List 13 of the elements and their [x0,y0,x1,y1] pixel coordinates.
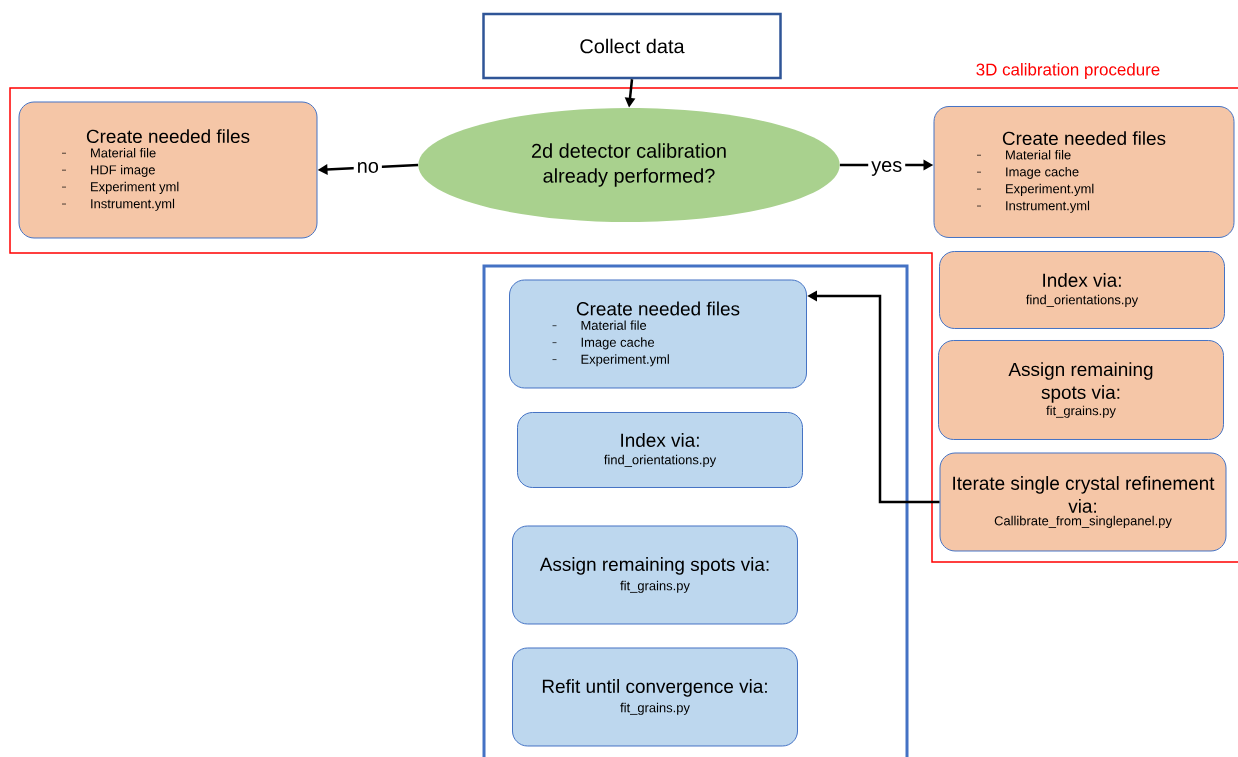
group-frame [482,264,909,757]
process-box: Create needed files Material file Image cache Experiment.yml [509,279,807,389]
process-box: Collect data [482,12,782,80]
process-box: Assign remaining spots via: fit_grains.py [512,525,798,625]
process-box: Iterate single crystal refinement via: Callibrate_from_singlepanel.py [939,452,1227,552]
process-box: Create needed files Material file Image cache Experiment.yml Instrument.yml [933,106,1235,238]
process-box: Assign remaining spots via: fit_grains.py [938,340,1224,440]
process-box: Create needed files Material file HDF image Experiment yml Instrument.yml [18,101,318,239]
edge-label: yes [868,158,906,179]
process-box: Refit until convergence via: fit_grains.py [512,647,798,747]
edge-label: no [353,159,382,176]
process-box: Index via: find_orientations.py [939,251,1225,329]
process-box: Index via: find_orientations.py [517,412,803,488]
